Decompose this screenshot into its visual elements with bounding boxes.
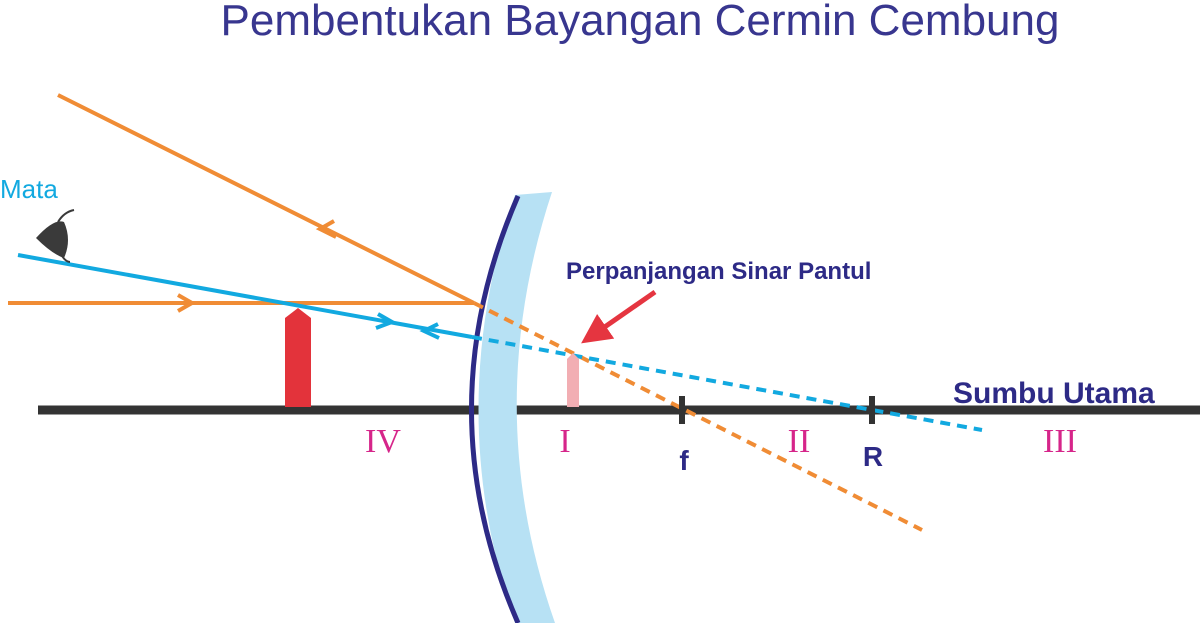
mirror-glass (478, 192, 555, 623)
eye-label: Mata (0, 174, 58, 204)
sight-line-blue (17, 253, 473, 339)
sight-line-arrow-left-icon (419, 322, 440, 340)
virtual-image (567, 353, 579, 407)
object-arrow (285, 308, 311, 407)
reflected-ray-arrow-icon (315, 219, 337, 239)
region-label-iii: III (1043, 423, 1077, 460)
incident-ray-arrow-icon (177, 293, 197, 313)
eye-icon (36, 209, 75, 263)
diagram-title: Pembentukan Bayangan Cermin Cembung (221, 0, 1060, 45)
extension-label: Perpanjangan Sinar Pantul (566, 258, 871, 285)
reflected-ray-orange (57, 93, 475, 305)
region-label-i: I (559, 423, 570, 460)
pointer-arrow (581, 289, 657, 344)
region-label-iv: IV (365, 423, 401, 460)
sight-line-arrow-right-icon (375, 312, 397, 330)
radius-label: R (863, 441, 883, 472)
region-label-ii: II (788, 423, 811, 460)
mirror-reflecting-surface (469, 195, 521, 623)
reflected-ray-extension-orange (473, 301, 923, 532)
axis-label: Sumbu Utama (953, 377, 1155, 410)
sight-line-extension-blue (471, 335, 983, 432)
focus-label: f (679, 445, 689, 476)
